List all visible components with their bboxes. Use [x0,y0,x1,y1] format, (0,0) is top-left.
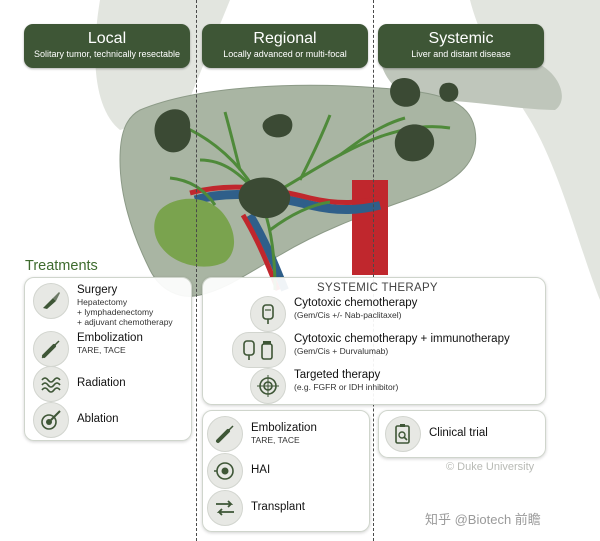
treatment-detail: TARE, TACE [77,345,126,355]
hepatic-artery-shape [189,184,383,206]
regional-item-name: Transplant [251,501,305,513]
treatment-name: Radiation [77,377,126,389]
treatment-name: Ablation [77,413,119,425]
watermark: 知乎 @Biotech 前瞻 [425,512,541,527]
syringe-icon [33,331,69,367]
tumor-shape [238,177,291,219]
systemic-item-targeted-therapy: Targeted therapy (e.g. FGFR or IDH inhib… [250,368,398,404]
syringe-icon [207,416,243,452]
regional-item-embolization: Embolization TARE, TACE [207,416,317,452]
clinical-trial-label: Clinical trial [429,427,488,439]
systemic-item-detail: (e.g. FGFR or IDH inhibitor) [294,382,399,392]
treatment-item-radiation: Radiation [33,366,126,402]
tumor-shape [439,82,459,102]
stage-title: Systemic [428,30,494,47]
transplant-arrows-icon [207,490,243,526]
systemic-item-detail: (Gem/Cis + Durvalumab) [294,346,389,356]
regional-item-name: Embolization [251,422,317,434]
tumor-shape [390,77,421,107]
systemic-therapy-title: SYSTEMIC THERAPY [317,282,438,294]
vena-cava-shape [352,180,388,275]
rib-silhouette-right [470,0,600,300]
regional-item-name: HAI [251,464,271,476]
systemic-item-name: Cytotoxic chemotherapy + immunotherapy [294,333,510,345]
treatment-item-embolization: Embolization TARE, TACE [33,331,143,367]
column-divider [196,0,197,541]
treatment-detail: Hepatectomy [77,297,128,307]
systemic-item-name: Cytotoxic chemotherapy [294,297,418,309]
column-divider [373,0,374,541]
stage-local-header: Local Solitary tumor, technically resect… [24,24,190,68]
treatment-item-surgery: Surgery Hepatectomy + lymphadenectomy + … [33,283,173,327]
systemic-item-chemo-immunotherapy: Cytotoxic chemotherapy + immunotherapy (… [232,332,510,368]
tumor-shape [154,109,191,153]
stage-subtitle: Solitary tumor, technically resectable [33,49,181,59]
scalpel-icon [33,283,69,319]
clinical-trial-item: Clinical trial [385,416,488,452]
systemic-item-detail: (Gem/Cis +/- Nab-paclitaxel) [294,310,402,320]
pump-icon [207,453,243,489]
tumor-group [154,77,459,219]
iv-bag-icon [250,296,286,332]
treatment-item-ablation: Ablation [33,402,119,438]
stage-title: Regional [253,30,317,47]
treatment-detail: + lymphadenectomy [77,307,154,317]
stage-subtitle: Liver and distant disease [411,49,511,59]
radiation-wave-icon [33,366,69,402]
image-credit: © Duke University [446,461,535,473]
treatment-name: Surgery [77,284,118,296]
systemic-item-chemotherapy: Cytotoxic chemotherapy (Gem/Cis +/- Nab-… [250,296,417,332]
ablation-probe-icon [33,402,69,438]
regional-item-transplant: Transplant [207,490,305,526]
target-icon [250,368,286,404]
portal-vein-shape [193,190,382,215]
treatment-name: Embolization [77,332,143,344]
regional-item-hai: HAI [207,453,270,489]
iv-bag-vial-icon [232,332,286,368]
stage-subtitle: Locally advanced or multi-focal [223,49,347,59]
gallbladder-shape [154,198,235,267]
tumor-shape [394,124,435,162]
stage-systemic-header: Systemic Liver and distant disease [378,24,544,68]
stage-regional-header: Regional Locally advanced or multi-focal [202,24,368,68]
treatment-detail: + adjuvant chemotherapy [77,317,173,327]
stage-title: Local [87,30,127,47]
regional-item-detail: TARE, TACE [251,435,300,445]
clipboard-search-icon [385,416,421,452]
tumor-shape [262,114,293,138]
systemic-item-name: Targeted therapy [294,369,381,381]
treatments-heading: Treatments [25,258,98,274]
